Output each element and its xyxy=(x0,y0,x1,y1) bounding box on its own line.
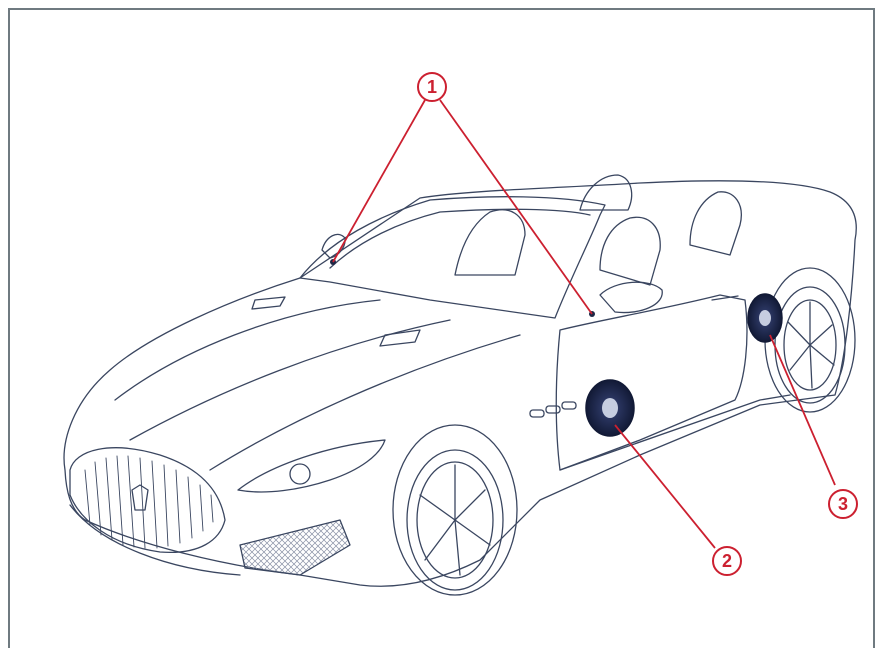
callout-2-label: 2 xyxy=(721,550,732,571)
door-outline xyxy=(555,294,748,471)
front-grille xyxy=(69,447,226,554)
side-sill xyxy=(559,394,791,471)
rear-speaker xyxy=(747,293,783,343)
mirror-left xyxy=(321,233,346,259)
leader-3 xyxy=(769,334,836,486)
rear-wheel-spokes xyxy=(787,301,835,389)
callout-1: 1 xyxy=(417,72,447,102)
front-wheel-arch xyxy=(392,424,518,596)
hood-crease-left xyxy=(114,299,381,401)
front-door-speaker xyxy=(585,379,635,437)
hood-crease-right xyxy=(209,334,521,471)
front-seat-left xyxy=(454,209,526,276)
lower-intake xyxy=(239,519,351,576)
callout-2: 2 xyxy=(712,546,742,576)
lower-splitter xyxy=(69,504,241,576)
front-wheel-rim xyxy=(416,461,494,579)
hood-vent-right xyxy=(379,329,421,347)
windshield-inner xyxy=(329,208,591,269)
leader-1a xyxy=(332,99,426,263)
side-vent-3 xyxy=(561,401,577,410)
trident-logo xyxy=(131,484,149,511)
windshield xyxy=(299,196,606,319)
side-vent-2 xyxy=(545,405,561,414)
rear-seat-right xyxy=(689,191,742,256)
rear-seat-left xyxy=(579,174,633,211)
hood-vent-left xyxy=(251,296,286,310)
grille-slats xyxy=(84,455,214,549)
callout-1-label: 1 xyxy=(426,76,437,97)
leader-1b xyxy=(439,99,593,315)
hood-center xyxy=(129,319,451,441)
callout-3-label: 3 xyxy=(837,493,848,514)
side-vent-1 xyxy=(529,409,545,418)
leader-2 xyxy=(614,424,716,549)
headlight-lens xyxy=(289,463,311,485)
car-body-outline xyxy=(63,180,857,587)
headlight xyxy=(237,439,386,493)
front-seat-right xyxy=(599,216,661,286)
mirror-right xyxy=(599,281,663,314)
front-wheel-spokes xyxy=(419,464,491,576)
door-handle xyxy=(711,295,739,301)
rear-wheel-rim xyxy=(783,299,837,391)
callout-3: 3 xyxy=(828,489,858,519)
front-wheel xyxy=(406,449,504,591)
figure-frame xyxy=(8,8,875,648)
